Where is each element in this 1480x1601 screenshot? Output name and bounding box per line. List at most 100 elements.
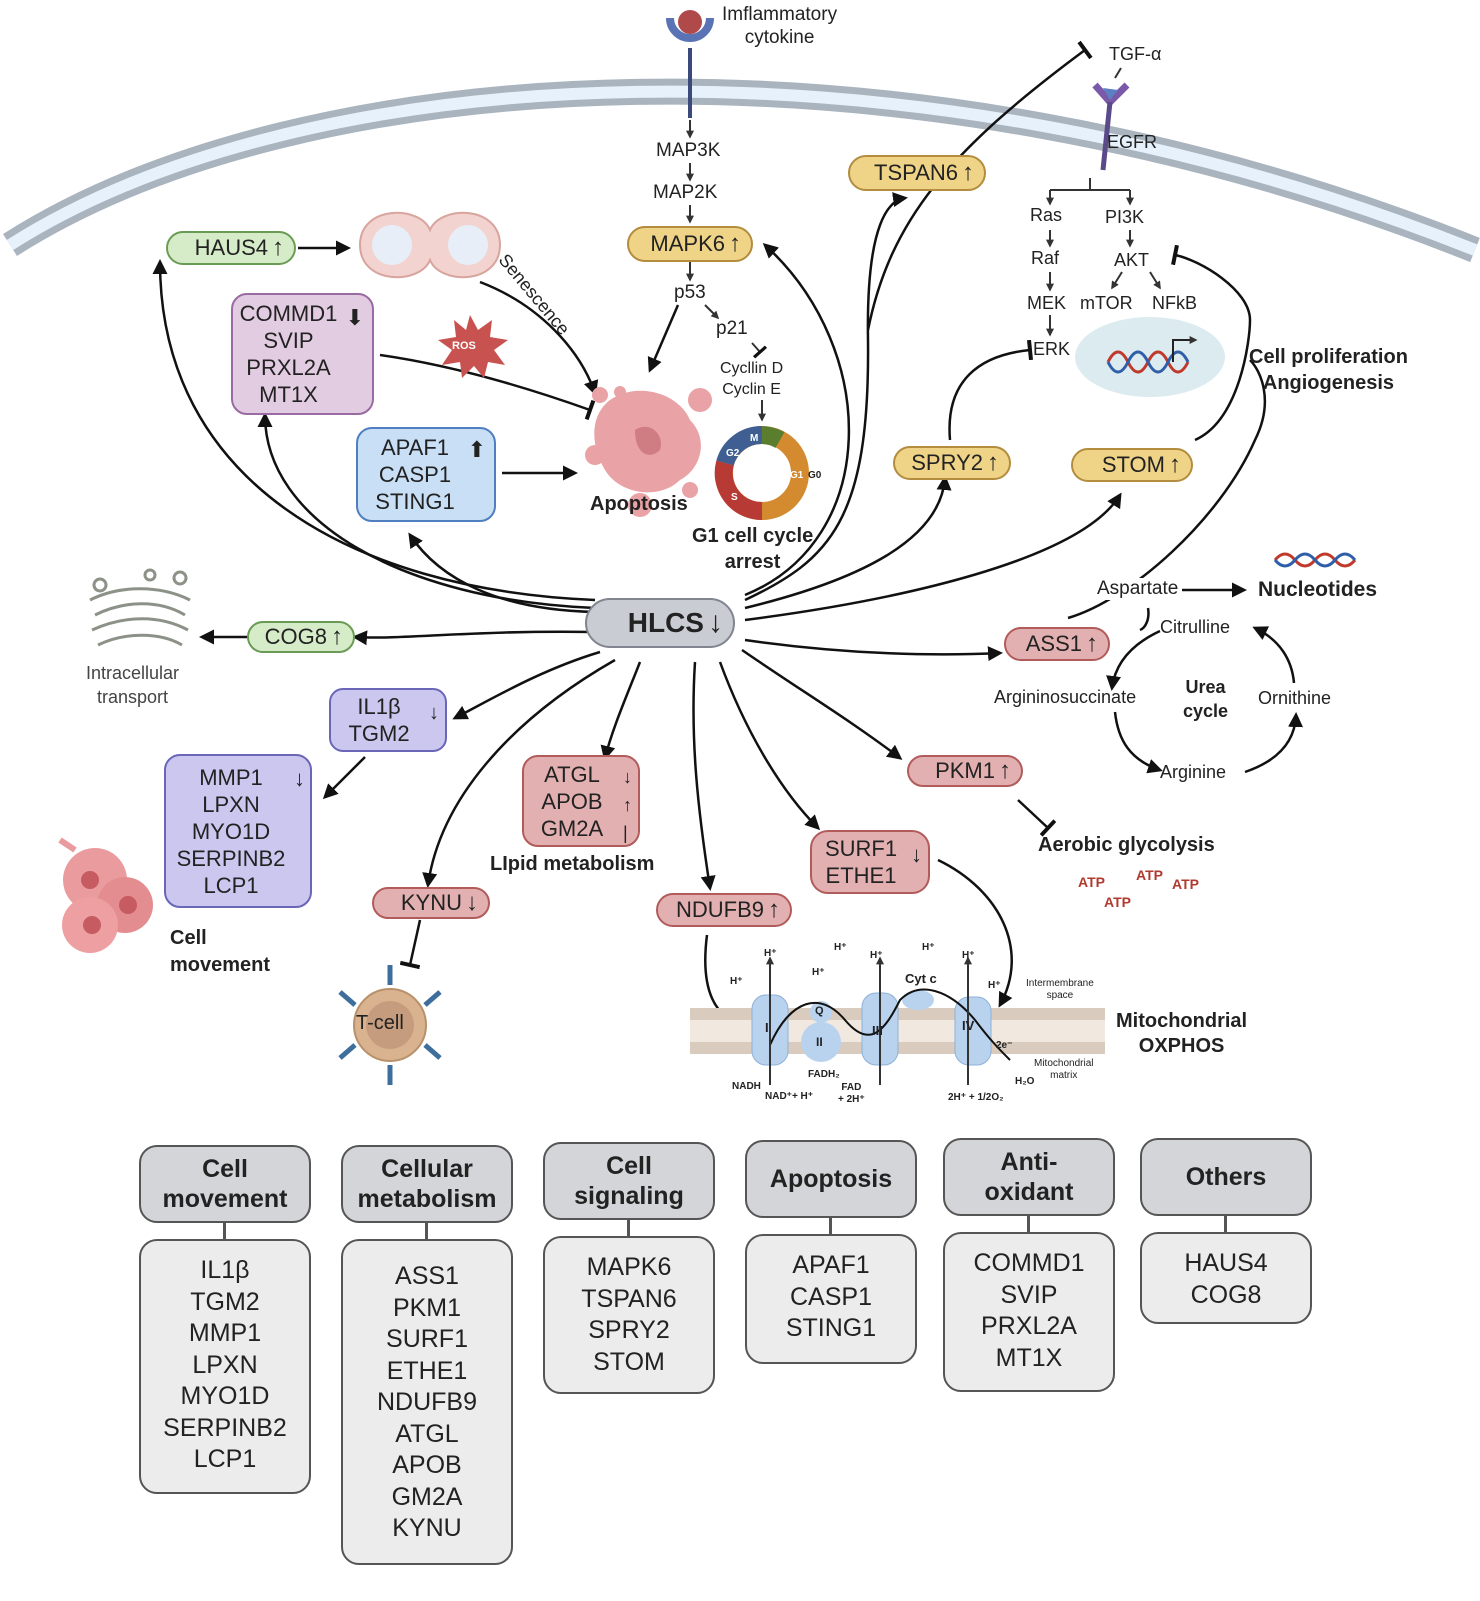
gene-kynu[interactable]: KYNU ↓: [372, 887, 490, 919]
gene-cog8[interactable]: COG8 ↑: [247, 621, 355, 653]
phase-g0: G0: [808, 470, 822, 481]
mtor-label: mTOR: [1080, 293, 1133, 313]
antioxidant-gene-group[interactable]: COMMD1 SVIP PRXL2A MT1X ⬇: [231, 293, 374, 415]
map3k-label: MAP3K: [656, 140, 721, 161]
citrulline-label: Citrulline: [1160, 617, 1231, 637]
connector: [425, 1223, 428, 1239]
nucleotides-label: Nucleotides: [1258, 578, 1378, 601]
h-plus-label: H⁺: [870, 950, 883, 961]
motility-gene-group[interactable]: MMP1 LPXN MYO1D SERPINB2 LCP1 ↓: [164, 754, 312, 908]
ros-label: ROS: [452, 340, 476, 352]
nadh-label: NADH: [732, 1081, 761, 1092]
complex-ii-label: II: [816, 1035, 823, 1049]
up-arrow-icon: ↑: [331, 623, 343, 650]
complex-i-label: I: [765, 1020, 769, 1035]
complex-iv-label: IV: [962, 1018, 975, 1033]
lipid-direction-arrows-icon: ↓↑|: [623, 767, 632, 843]
t-cell-icon: [338, 965, 442, 1085]
gene-spry2[interactable]: SPRY2 ↑: [893, 446, 1011, 480]
apoptotic-gene-group[interactable]: APAF1 CASP1 STING1 ⬆: [356, 427, 496, 522]
lipid-gene-group[interactable]: ATGL APOB GM2A ↓↑|: [522, 755, 640, 847]
ubiquinone-label: Q: [815, 1005, 824, 1017]
map2k-label: MAP2K: [653, 182, 718, 203]
connector: [829, 1218, 832, 1234]
mito-gene-group[interactable]: SURF1 ETHE1 ↓: [810, 830, 930, 894]
cytokine-receptor-icon: [666, 10, 714, 118]
cell-membrane: [3, 78, 1480, 263]
nfkb-label: NFkB: [1152, 293, 1197, 313]
atp-label: ATP: [1172, 876, 1199, 892]
hlcs-central-node[interactable]: HLCS ↓: [585, 598, 735, 648]
mitotic-cell-icon: [358, 211, 502, 279]
down-arrow-icon: ↓: [466, 889, 478, 916]
dna-icon: [1273, 552, 1357, 568]
down-arrow-icon: ↓: [911, 842, 922, 867]
up-arrow-icon: ↑: [1169, 451, 1181, 478]
argininosuccinate-label: Argininosuccinate: [994, 687, 1137, 707]
gene-ass1[interactable]: ASS1 ↑: [1004, 627, 1110, 661]
oxygen-label: 2H⁺ + 1/2O₂: [948, 1092, 1004, 1103]
connector: [1224, 1216, 1227, 1232]
pi3k-label: PI3K: [1105, 207, 1145, 227]
inflammation-gene-group[interactable]: IL1β TGM2 ↓: [329, 688, 447, 752]
p21-label: p21: [716, 318, 748, 339]
lipid-metabolism-label: LIpid metabolism: [490, 853, 655, 875]
down-arrow-icon: ↓: [294, 766, 305, 791]
arginine-label: Arginine: [1160, 762, 1227, 782]
h-plus-label: H⁺: [812, 967, 825, 978]
t-cell-label: T-cell: [356, 1012, 404, 1034]
up-arrow-icon: ↑: [1086, 630, 1098, 657]
gene-haus4[interactable]: HAUS4 ↑: [166, 231, 296, 265]
atp-label: ATP: [1104, 894, 1131, 910]
aerobic-glycolysis-label: Aerobic glycolysis: [1038, 834, 1215, 856]
gene-stom[interactable]: STOM ↑: [1071, 448, 1193, 482]
up-arrow-icon: ↑: [999, 757, 1011, 784]
cytokine-label: Imflammatory cytokine: [722, 4, 838, 48]
connector: [223, 1223, 226, 1239]
apoptotic-cell-icon: [585, 386, 712, 517]
phase-g1: G1: [790, 470, 804, 481]
gene-pkm1[interactable]: PKM1 ↑: [907, 755, 1023, 787]
up-arrow-icon: ↑: [962, 159, 974, 186]
gene-mapk6[interactable]: MAPK6 ↑: [627, 226, 753, 262]
h-plus-label: H⁺: [834, 942, 847, 953]
cyt-c-label: Cyt c: [905, 971, 937, 986]
connector: [1027, 1216, 1030, 1232]
up-arrow-icon: ↑: [729, 230, 741, 257]
down-arrow-icon: ↓: [429, 702, 439, 724]
down-arrow-icon: ⬇: [345, 305, 364, 330]
atp-label: ATP: [1078, 874, 1105, 890]
h-plus-label: H⁺: [922, 942, 935, 953]
phase-g2: G2: [726, 448, 740, 459]
gene-ndufb9[interactable]: NDUFB9 ↑: [656, 893, 792, 927]
mitochondrial-membrane: [690, 956, 1105, 1085]
tgf-alpha-label: TGF-α: [1109, 44, 1162, 64]
down-arrow-icon: ↓: [708, 606, 723, 639]
gene-tspan6[interactable]: TSPAN6 ↑: [848, 155, 986, 191]
aspartate-label: Aspartate: [1093, 578, 1183, 600]
phase-s: S: [731, 492, 738, 503]
up-arrow-icon: ↑: [768, 896, 780, 923]
nad-label: NAD⁺+ H⁺: [765, 1091, 814, 1102]
raf-label: Raf: [1031, 248, 1060, 268]
fadh2-label: FADH₂: [808, 1069, 840, 1080]
h-plus-label: H⁺: [962, 950, 975, 961]
